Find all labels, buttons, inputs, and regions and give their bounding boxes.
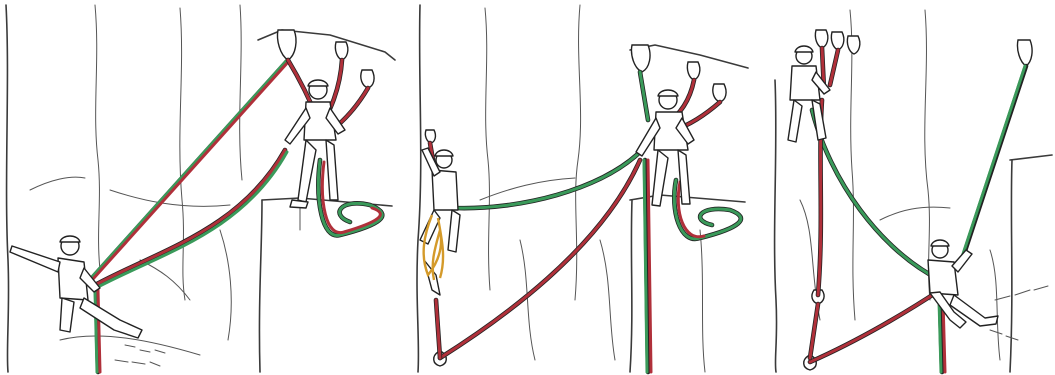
motion-lines-3	[990, 286, 1048, 340]
panel-1	[6, 5, 395, 372]
panel-3	[775, 10, 1052, 372]
leader-figure	[420, 148, 460, 295]
anchor-carabiner-icon	[277, 30, 374, 88]
climber-figure	[10, 236, 142, 338]
motion-lines	[115, 345, 165, 366]
rope-lines-2	[430, 72, 741, 372]
rope-lines-1	[91, 60, 382, 372]
panel-2	[417, 5, 748, 372]
